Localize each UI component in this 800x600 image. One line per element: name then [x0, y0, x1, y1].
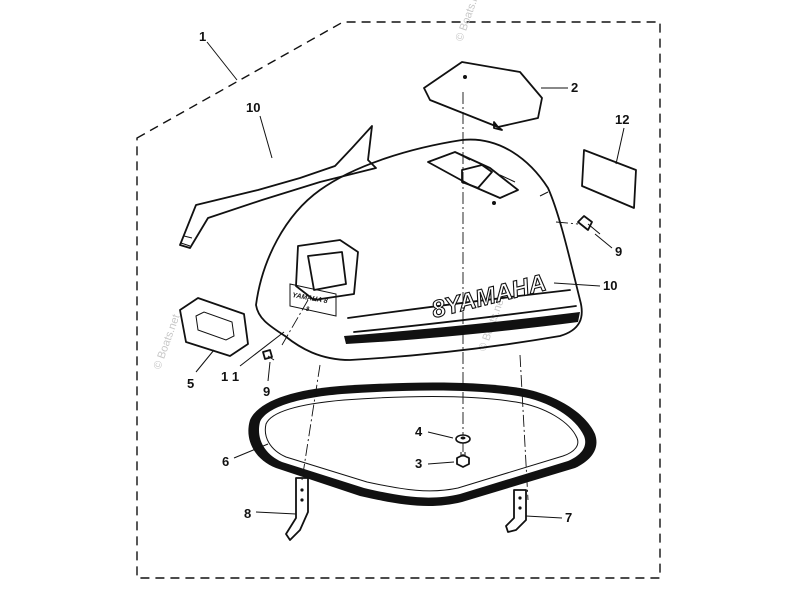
callout-12: 12: [615, 112, 629, 127]
part-6-gasket: [248, 382, 597, 507]
leader-11: [239, 331, 285, 367]
cowl-window: [295, 239, 359, 301]
callout-10: 10: [603, 278, 617, 293]
part-10-left-decal: [179, 125, 377, 249]
assembly-boundary: [136, 21, 661, 579]
part-3-bolt: [456, 452, 470, 468]
leader-5: [195, 349, 215, 373]
assembly-axis: [519, 354, 529, 501]
leader-4: [427, 431, 454, 439]
leader-10-right: [553, 282, 601, 287]
callout-1: 1: [199, 29, 206, 44]
callout-11: 1 1: [221, 369, 239, 384]
leader-7: [525, 515, 563, 519]
assembly-axis: [555, 221, 579, 225]
leader-12: [615, 127, 625, 165]
leader-6: [233, 443, 269, 459]
leader-9-right: [594, 233, 613, 249]
leader-8: [255, 511, 297, 515]
leader-9-left: [267, 361, 271, 382]
part-9-screw-right: [577, 215, 601, 235]
part-5-grommet: [179, 297, 249, 357]
part-7-bracket: [505, 489, 527, 533]
leader-3: [427, 461, 455, 465]
callout-10: 10: [246, 100, 260, 115]
part-4-washer: [455, 434, 471, 444]
callout-4: 4: [415, 424, 423, 439]
assembly-axis: [281, 299, 309, 346]
callout-7: 7: [565, 510, 572, 525]
part-8-bracket: [285, 477, 309, 541]
callout-9: 9: [615, 244, 622, 259]
part-2-top-lid: [423, 61, 543, 131]
callout-5: 5: [187, 376, 194, 391]
callout-6: 6: [222, 454, 229, 469]
callout-9: 9: [263, 384, 270, 399]
callout-3: 3: [415, 456, 422, 471]
callout-8: 8: [244, 506, 251, 521]
leader-1: [206, 41, 238, 81]
callout-2: 2: [571, 80, 578, 95]
part-9-screw-left: [262, 349, 275, 361]
part-11-badge: YAMAHA 8 8: [289, 283, 337, 317]
part-12-plate: [581, 149, 637, 209]
watermark: © Boats.net: [152, 313, 183, 371]
badge-number: 8: [306, 307, 310, 313]
leader-10-left: [259, 115, 273, 159]
badge-label: YAMAHA 8: [292, 292, 329, 305]
top-cowling: [255, 138, 583, 361]
